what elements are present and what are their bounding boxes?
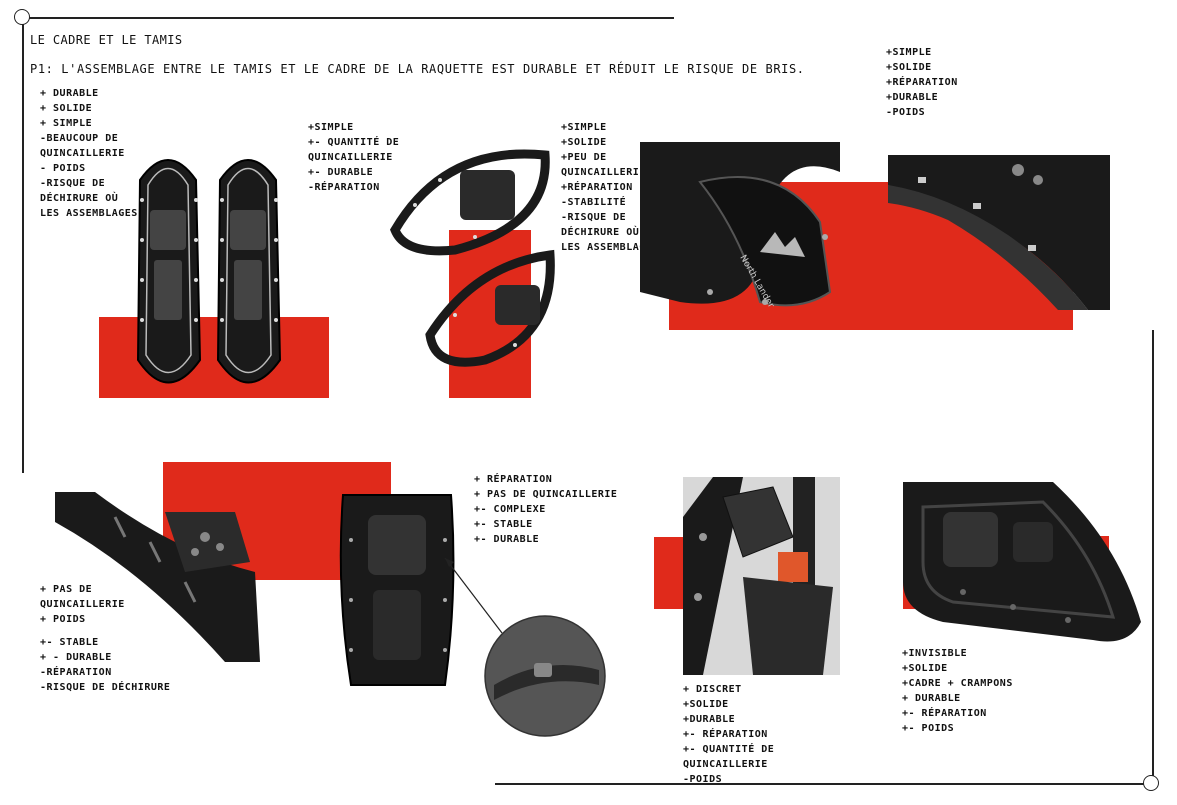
detail-magnifier-image	[484, 615, 606, 737]
frame-corner-circle-top-left	[14, 9, 30, 25]
pointer-arrow	[444, 557, 503, 634]
frame-logo-closeup-image: North Lander	[640, 142, 840, 310]
notes-4: +SIMPLE+SOLIDE+RÉPARATION +DURABLE-POIDS	[886, 47, 958, 118]
frame-bottom-line	[495, 783, 1147, 785]
notes-2: +SIMPLE+- QUANTITÉ DE QUINCAILLERIE +- D…	[308, 122, 400, 193]
binding-closeup-image	[683, 477, 840, 675]
shoe-underside-image	[339, 494, 455, 686]
notes-7: + DISCRET+SOLIDE+DURABLE +- RÉPARATION+-…	[683, 684, 775, 785]
notes-3: +SIMPLE+SOLIDE+PEU DE QUINCAILLERIE+RÉPA…	[561, 122, 659, 253]
frame-top-line	[22, 17, 674, 19]
notes-8: +INVISIBLE+SOLIDE+CADRE + CRAMPONS + DUR…	[902, 648, 1013, 734]
frame-right-line	[1152, 330, 1154, 778]
notes-5: + RÉPARATION+ PAS DE QUINCAILLERIE+- COM…	[474, 474, 618, 545]
page-subtitle: P1: L'ASSEMBLAGE ENTRE LE TAMIS ET LE CA…	[30, 62, 805, 76]
frame-corner-circle-bottom-right	[1143, 775, 1159, 791]
frame-cleat-closeup-image	[888, 155, 1110, 310]
frame-left-line	[22, 18, 24, 473]
cleat-closeup-image	[55, 492, 260, 662]
snowshoe-pair-image	[136, 159, 282, 384]
integrated-frame-image	[903, 482, 1141, 642]
tilted-snowshoes-image	[390, 149, 555, 367]
page-title: LE CADRE ET LE TAMIS	[30, 33, 183, 47]
